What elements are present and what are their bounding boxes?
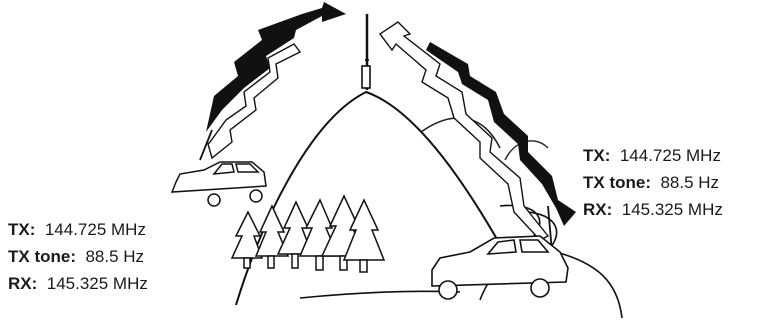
left-station-info: TX: 144.725 MHz TX tone: 88.5 Hz RX: 145… — [8, 216, 148, 297]
tx-tone-value: 88.5 Hz — [660, 173, 719, 192]
rx-label: RX: — [8, 274, 37, 293]
right-station-info: TX: 144.725 MHz TX tone: 88.5 Hz RX: 145… — [583, 142, 723, 223]
rx-frequency: 145.325 MHz — [47, 274, 148, 293]
rx-row: RX: 145.325 MHz — [583, 196, 723, 223]
tx-frequency: 144.725 MHz — [620, 146, 721, 165]
road-ground — [300, 291, 460, 298]
rx-frequency: 145.325 MHz — [622, 200, 723, 219]
tx-row: TX: 144.725 MHz — [583, 142, 723, 169]
tx-label: TX: — [583, 146, 610, 165]
tx-tone-label: TX tone: — [583, 173, 651, 192]
rx-label: RX: — [583, 200, 612, 219]
tx-label: TX: — [8, 220, 35, 239]
tx-tone-row: TX tone: 88.5 Hz — [583, 169, 723, 196]
repeater-antenna-icon — [362, 14, 370, 90]
tx-frequency: 144.725 MHz — [45, 220, 146, 239]
tx-tone-label: TX tone: — [8, 247, 76, 266]
rx-row: RX: 145.325 MHz — [8, 270, 148, 297]
tx-row: TX: 144.725 MHz — [8, 216, 148, 243]
tx-tone-value: 88.5 Hz — [85, 247, 144, 266]
tx-tone-row: TX tone: 88.5 Hz — [8, 243, 148, 270]
